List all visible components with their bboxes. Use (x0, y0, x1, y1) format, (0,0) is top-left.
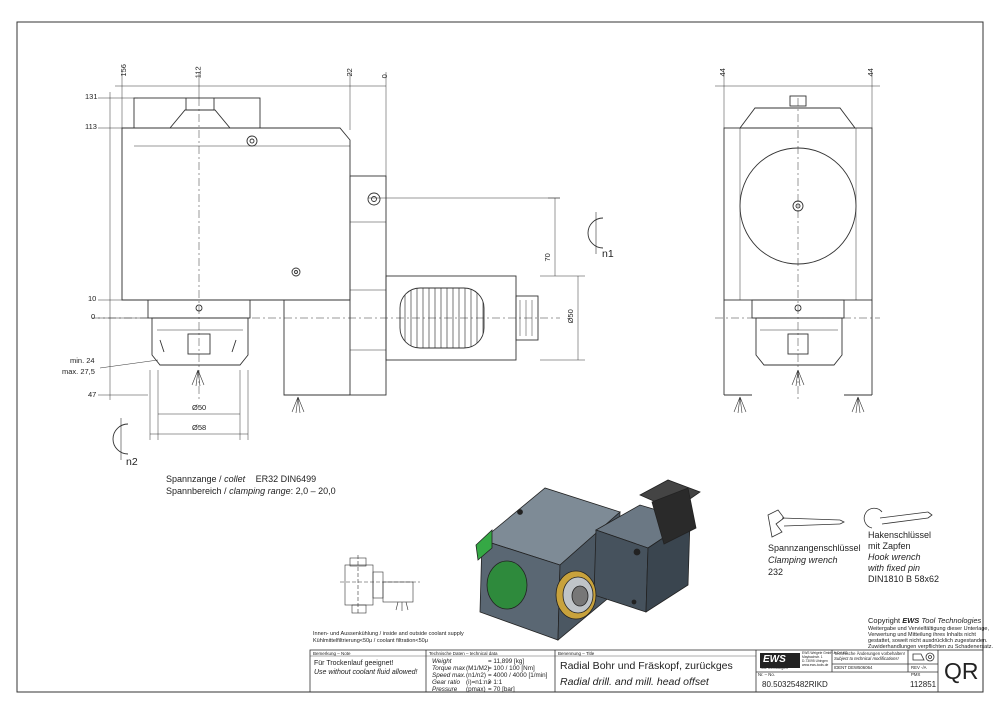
company-street: Maybachstr. 1 (802, 655, 823, 659)
hook-wrench-de2: mit Zapfen (868, 541, 911, 551)
ews-logo-mark (760, 653, 800, 668)
tech-gear-label: Gear ratio (432, 679, 460, 686)
tech-weight-label: Weight (432, 658, 452, 665)
rotation-n1-label: n1 (602, 248, 614, 260)
tech-speed-value: = 4000 / 4000 [1/min] (488, 672, 548, 679)
title-block-grid (309, 649, 984, 693)
front-view (92, 72, 604, 460)
tech-pressure-unit: (pmax) (466, 686, 486, 693)
tech-pressure-value: = 70 [bar] (488, 686, 515, 693)
dim-left-0: 0 (91, 312, 96, 321)
dim-left-47: 47 (88, 390, 97, 399)
dim-right-70: 70 (542, 253, 552, 262)
company-city: D-73095 Uhingen (802, 659, 828, 663)
rotation-n2-label: n2 (126, 456, 138, 468)
article-number: 80.50325482RIKD (762, 680, 828, 689)
tech-pressure-label: Pressure (432, 686, 458, 693)
dim-top-156: 156 (118, 64, 128, 77)
dim-left-10: 10 (88, 294, 97, 303)
tech-gear-value: = 1:1 (488, 679, 503, 686)
ews-logo-sub: Tool Technologies (760, 666, 788, 670)
tech-torque-value: = 100 / 100 [Nm] (488, 665, 535, 672)
drawing-title-en: Radial drill. and mill. head offset (560, 676, 709, 688)
clamping-wrench-figure (767, 509, 845, 538)
dim-bottom-d58: Ø58 (192, 423, 207, 432)
revision: REV -/A (911, 665, 927, 670)
ews-logo-text: EWS (763, 654, 786, 665)
remark-de: Für Trockenlauf geeignet! (314, 660, 394, 667)
tech-gear-unit: (i)=n1:n2 (466, 679, 492, 686)
copyright-line-2: Verwertung und Mitteilung ihres Inhalts … (868, 632, 976, 638)
hook-wrench-en1: Hook wrench (868, 552, 921, 562)
tech-data-header: Technische Daten – technical data (429, 651, 498, 656)
remark-header: Bemerkung – Note (313, 651, 351, 656)
tech-weight-value: = 11,899 [kg] (488, 658, 525, 665)
coolant-schematic (340, 555, 420, 615)
dim-left-131: 131 (85, 92, 98, 101)
copyright-line-3: gestattet, soweit nicht ausdrücklich zug… (868, 638, 988, 644)
collet-wrench-number: 232 (768, 567, 784, 577)
tech-torque-unit: (M1/M2) (466, 665, 490, 672)
hook-wrench-spec: DIN1810 B 58x62 (868, 574, 940, 584)
number-header: Nr. – No. (758, 672, 775, 677)
dim-bottom-d50: Ø50 (192, 403, 207, 412)
qr-label: QR (944, 658, 979, 684)
copyright-line-1: Weitergabe und Vervielfältigung dieser U… (868, 626, 989, 632)
drawing-title-de: Radial Bohr und Fräskopf, zurückges (560, 660, 733, 672)
dim-max-27-5: max. 27,5 (62, 367, 95, 376)
change-note-en: Subject to technical modifications! (834, 656, 899, 661)
change-note-de: Technische Änderungen vorbehalten! (834, 651, 905, 656)
side-view (715, 72, 880, 414)
dim-right-d50: Ø50 (565, 309, 575, 324)
iso-3d-view (475, 479, 701, 641)
dim-top-22: 22 (344, 68, 354, 77)
title-header: Benennung – Title (558, 651, 595, 656)
dim-min-24: min. 24 (70, 356, 95, 365)
copyright-line-4: Zuwiderhandlungen verpflichten zu Schade… (868, 644, 994, 650)
hook-wrench-de1: Hakenschlüssel (868, 530, 932, 540)
collet-wrench-en: Clamping wrench (768, 555, 838, 565)
clamping-range-line: Spannbereich / clamping range: 2,0 – 20,… (166, 486, 336, 496)
coolant-note-2: Kühlmittelfiltrierung<50μ / coolant filt… (313, 638, 428, 644)
dim-side-44-left: 44 (717, 68, 727, 77)
ident-number: IDENT DEW506064 (834, 665, 873, 670)
tech-torque-label: Torque max (432, 665, 466, 672)
tech-speed-unit: (n1/n2) (466, 672, 486, 679)
dim-side-44-right: 44 (865, 68, 875, 77)
copyright-title: Copyright EWS Tool Technologies (868, 616, 982, 625)
page-header: PMX (911, 672, 921, 677)
coolant-note-1: Innen- und Aussenkühlung / inside and ou… (313, 631, 464, 637)
dim-top-0: 0 (379, 74, 389, 79)
hook-wrench-en2: with fixed pin (868, 563, 921, 573)
hook-wrench-figure (863, 507, 933, 529)
dim-top-112: 112 (193, 66, 203, 79)
dim-left-113: 113 (85, 122, 97, 131)
remark-en: Use without coolant fluid allowed! (314, 669, 418, 676)
collet-spec-line: Spannzange / collet ER32 DIN6499 (166, 474, 317, 484)
collet-wrench-de: Spannzangenschlüssel (768, 543, 861, 553)
drawing-page-number: 112851 (910, 680, 937, 689)
company-web: www.ews-tools.de (802, 663, 829, 667)
company-name: EWS Weigele GmbH & Co. KG (802, 651, 848, 655)
tech-speed-label: Speed max. (432, 672, 466, 679)
